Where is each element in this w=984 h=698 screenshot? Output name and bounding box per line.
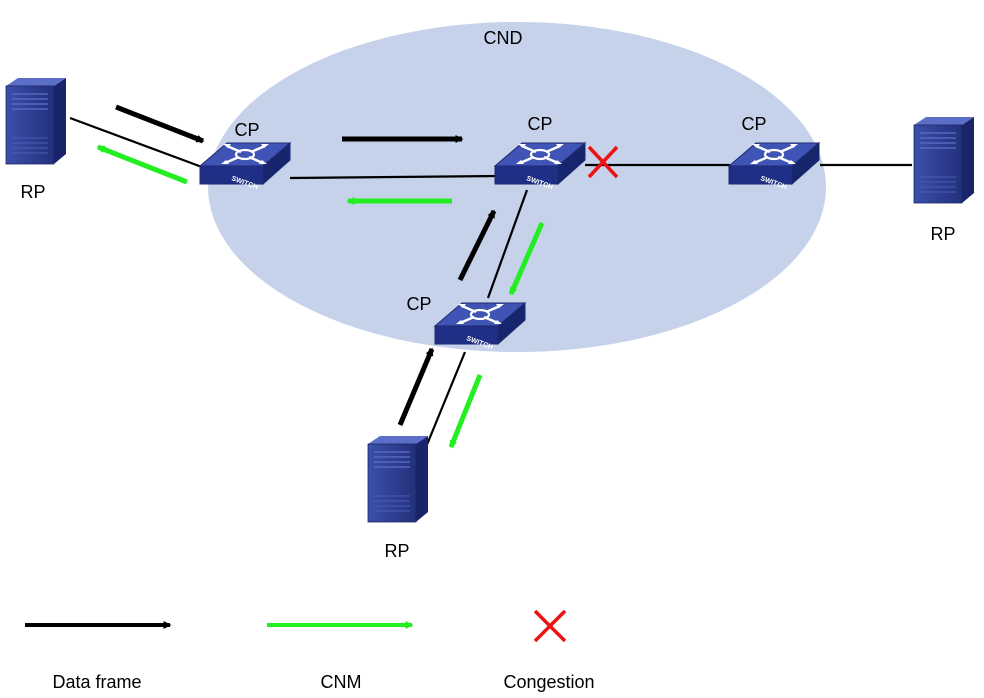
cnd-domain [208,22,826,352]
cp-label: CP [741,114,766,134]
legend-data-frame-label: Data frame [52,672,141,692]
cnm-arrow [448,374,483,449]
link-cp-left-to-cp-center [289,174,501,180]
data-frame-arrow [397,347,435,426]
cnd-label: CND [484,28,523,48]
congestion-marker [587,145,619,179]
legend: Data frame CNM Congestion [25,609,595,692]
server-icon [5,77,67,165]
network-links [69,116,912,448]
rp-label: RP [384,541,409,561]
legend-congestion-swatch [533,609,567,643]
data-frame-arrows [115,104,497,426]
cnm-arrow [508,221,545,296]
data-frame-arrow [457,209,497,282]
link-rp-left-to-cp-left [69,116,211,172]
data-frame-arrow [115,104,205,144]
server-icon [367,435,429,523]
link-cp-lower-to-rp-bottom [424,351,467,448]
rp-label: RP [20,182,45,202]
cp-label: CP [406,294,431,314]
rp-label: RP [930,224,955,244]
cnm-arrows [96,144,545,449]
link-cp-center-to-cp-lower [486,189,529,299]
cp-label: CP [234,120,259,140]
legend-congestion-label: Congestion [503,672,594,692]
server-icon [913,116,975,204]
cnm-arrow [96,144,188,185]
legend-cnm-label: CNM [321,672,362,692]
cp-label: CP [527,114,552,134]
